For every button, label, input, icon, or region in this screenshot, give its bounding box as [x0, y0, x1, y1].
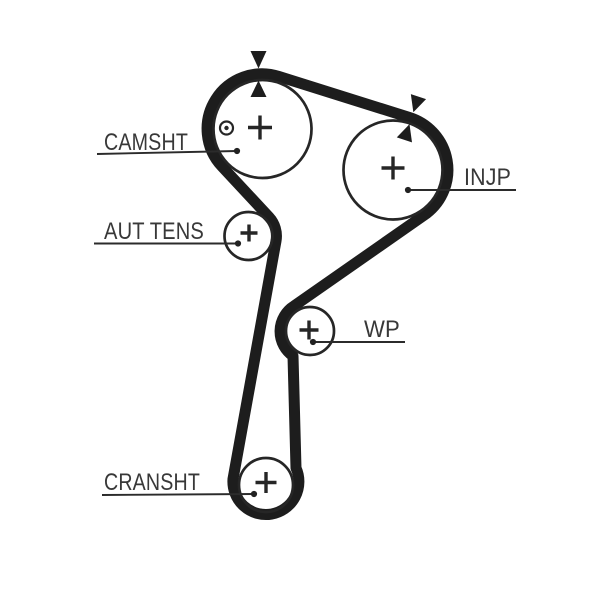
injection-pump-center-cross-icon	[381, 156, 405, 180]
injection-pump-timing-mark-icon	[396, 94, 427, 143]
water-pump-leader-line	[309, 338, 405, 346]
crankshaft-center-cross-icon	[255, 472, 277, 493]
crankshaft-pulley	[237, 456, 295, 514]
injection-pump-label: INJP	[464, 164, 511, 191]
camshaft-leader-line	[96, 147, 241, 155]
timing-belt	[201, 68, 454, 521]
camshaft-center-cross-icon	[248, 115, 272, 140]
water-pump-pulley	[284, 305, 336, 357]
tensioner-pulley	[223, 210, 274, 262]
camshaft-timing-mark-icon	[250, 51, 267, 97]
tensioner-leader-line	[94, 240, 242, 247]
water-pump-center-cross-icon	[299, 320, 319, 340]
injection-pump-leader-line	[404, 186, 516, 194]
camshaft-pulley	[212, 78, 313, 180]
tensioner-label: AUT TENS	[104, 218, 204, 245]
water-pump-label: WP	[364, 316, 400, 343]
tensioner-center-cross-icon	[240, 224, 258, 242]
crankshaft-label: CRANSHT	[104, 469, 200, 496]
crankshaft-leader-line	[101, 490, 258, 498]
camshaft-label: CAMSHT	[104, 129, 188, 156]
camshaft-alignment-dot-icon	[218, 120, 235, 136]
injection-pump-pulley	[342, 119, 444, 221]
